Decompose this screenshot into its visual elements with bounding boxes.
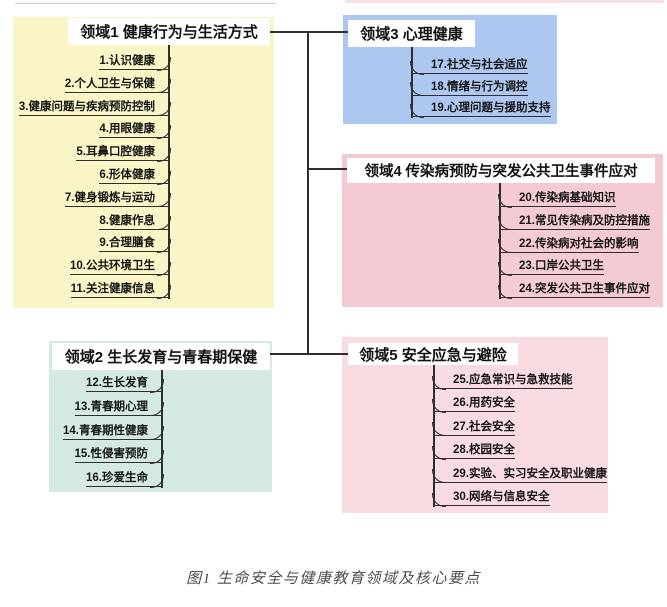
topic-node: 30.网络与信息安全 xyxy=(432,490,550,507)
connector-branch-line-2 xyxy=(308,168,349,170)
branch-curve xyxy=(432,375,446,390)
topic-label: 29.实验、实习安全及职业健康 xyxy=(453,467,607,480)
topic-node: 27.社会安全 xyxy=(432,420,515,437)
topic-label: 3.健康问题与疾病预防控制 xyxy=(18,100,155,113)
connector-branch-line-3 xyxy=(269,353,349,355)
topic-node: 28.校园安全 xyxy=(432,443,515,460)
topic-label: 4.用眼健康 xyxy=(99,123,155,136)
topic-label: 12.生长发育 xyxy=(86,377,148,389)
topic-label: 25.应急常识与急救技能 xyxy=(453,374,573,386)
connector-trunk-line xyxy=(307,31,309,355)
topic-label: 6.形体健康 xyxy=(99,169,155,181)
figure-caption: 图1 生命安全与健康教育领域及核心要点 xyxy=(186,571,481,587)
topic-label: 2.个人卫生与保健 xyxy=(64,77,155,90)
cropped-content-remnant xyxy=(15,0,276,4)
topic-label: 26.用药安全 xyxy=(453,397,515,410)
topic-label: 23.口岸公共卫生 xyxy=(519,260,604,273)
branch-curve xyxy=(432,469,446,484)
domain-title-5: 领域5 安全应急与避险 xyxy=(348,343,518,365)
topic-label: 18.情绪与行为调控 xyxy=(431,80,528,93)
topic-label: 15.性侵害预防 xyxy=(74,448,149,461)
topic-label: 21.常见传染病及防控措施 xyxy=(519,214,650,227)
topic-label: 22.传染病对社会的影响 xyxy=(519,237,639,250)
topic-label: 7.健身锻炼与运动 xyxy=(64,191,155,204)
branch-curve xyxy=(432,399,446,413)
topic-label: 9.合理膳食 xyxy=(99,237,155,250)
domain-title-1: 领域1 健康行为与生活方式 xyxy=(68,18,270,45)
topic-label: 19.心理问题与援助支持 xyxy=(431,102,551,114)
connector-branch-line-1 xyxy=(270,31,349,33)
domain-panel-5 xyxy=(342,337,608,513)
topic-label: 8.健康作息 xyxy=(99,214,155,227)
topic-label: 24.突发公共卫生事件应对 xyxy=(519,283,650,296)
topic-node: 25.应急常识与急救技能 xyxy=(432,373,573,390)
branch-spine-5 xyxy=(433,365,435,507)
topic-label: 11.关注健康信息 xyxy=(70,283,155,295)
topic-node: 29.实验、实习安全及职业健康 xyxy=(432,467,607,484)
branch-curve xyxy=(432,492,446,507)
domain-title-2: 领域2 生长发育与青春期保健 xyxy=(52,343,270,370)
domain-title-3: 领域3 心理健康 xyxy=(348,20,475,47)
topic-label: 17.社交与社会适应 xyxy=(431,59,528,71)
domain-title-4: 领域4 传染病预防与突发公共卫生事件应对 xyxy=(347,158,655,183)
topic-label: 1.认识健康 xyxy=(99,55,155,67)
branch-curve xyxy=(432,445,446,460)
topic-label: 10.公共环境卫生 xyxy=(70,260,155,273)
topic-label: 14.青春期性健康 xyxy=(63,424,148,437)
topic-node: 26.用药安全 xyxy=(432,396,515,413)
branch-curve xyxy=(432,422,446,437)
topic-label: 30.网络与信息安全 xyxy=(453,491,550,503)
cropped-content-remnant xyxy=(345,0,664,3)
topic-label: 27.社会安全 xyxy=(453,420,515,433)
topic-label: 5.耳鼻口腔健康 xyxy=(76,146,155,159)
topic-label: 20.传染病基础知识 xyxy=(519,192,616,204)
topic-label: 16.珍爱生命 xyxy=(86,472,148,484)
topic-label: 13.青春期心理 xyxy=(74,400,149,413)
domain-panel-1 xyxy=(13,17,274,308)
topic-label: 28.校园安全 xyxy=(453,444,515,457)
